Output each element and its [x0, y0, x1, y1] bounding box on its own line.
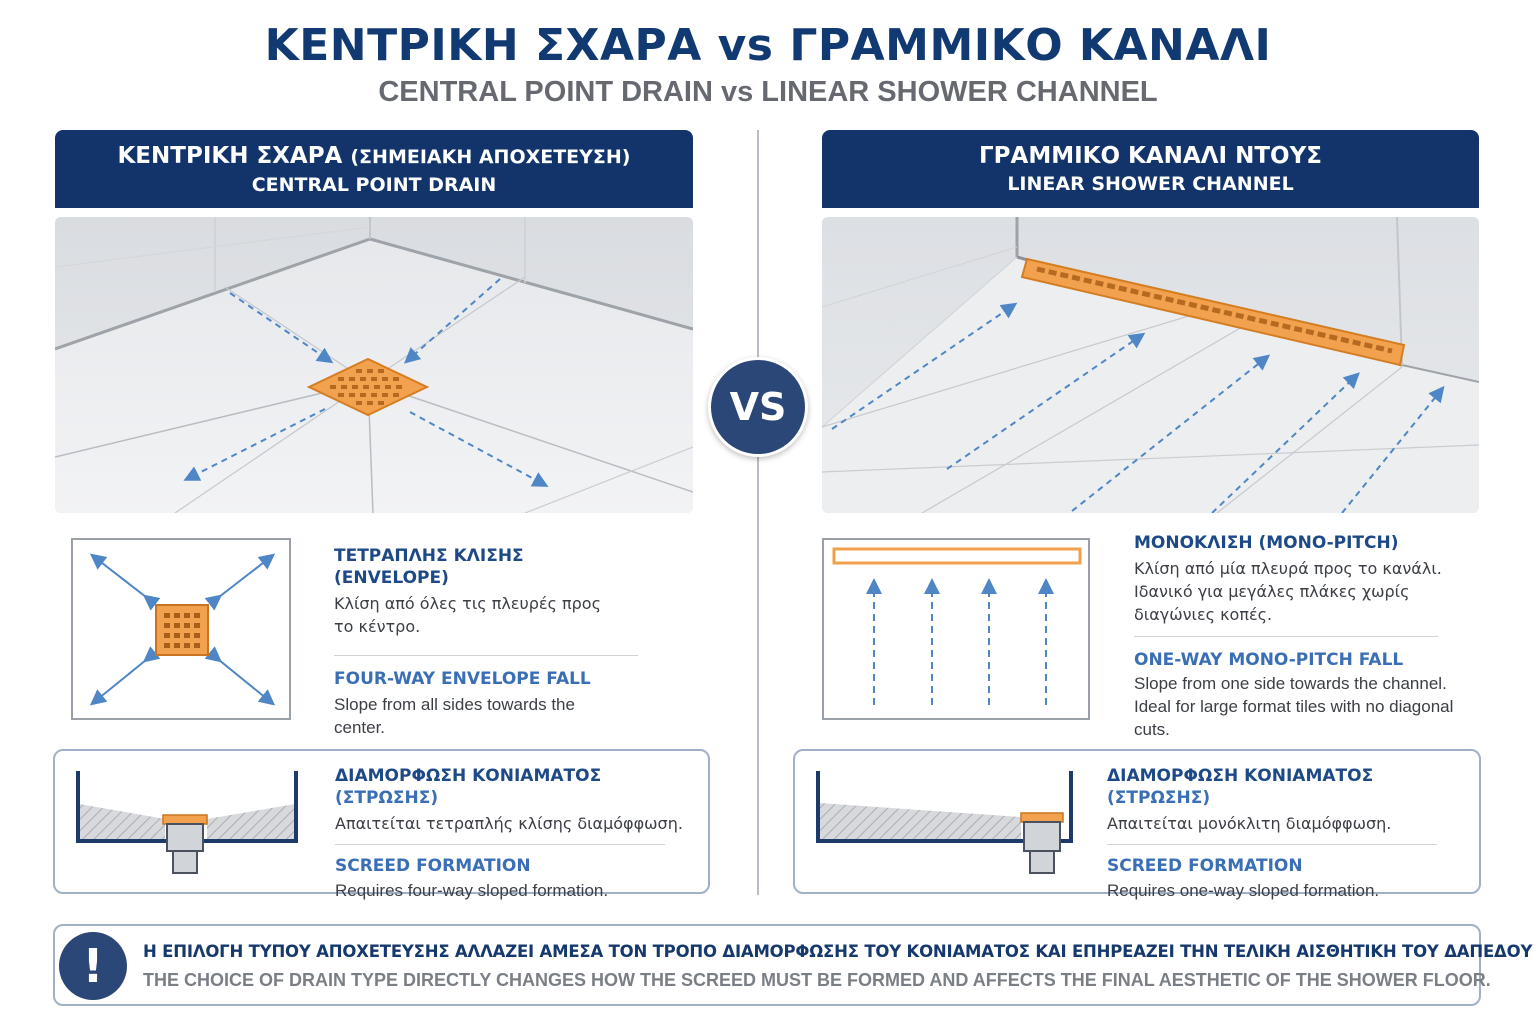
note-en-text: THE CHOICE OF DRAIN TYPE DIRECTLY CHANGE… — [143, 970, 1491, 990]
right-screed-el-body: Απαιτείται μονόκλιτη διαμόφφωση. — [1107, 814, 1392, 833]
left-screed-el-title: ΔΙΑΜΟΡΦΩΣΗ ΚΟΝΙΑΜΑΤΟΣ — [335, 766, 602, 786]
right-fall-en-title: ONE-WAY MONO-PITCH FALL — [1134, 650, 1404, 670]
left-fall-el-body: Κλίση από όλες τις πλευρές προς το κέντρ… — [334, 594, 601, 636]
left-screed-separator — [335, 844, 665, 845]
linear-channel-photo — [822, 217, 1479, 513]
center-divider — [757, 130, 759, 895]
right-screed-el-title: ΔΙΑΜΟΡΦΩΣΗ ΚΟΝΙΑΜΑΤΟΣ — [1107, 766, 1374, 786]
four-way-fall-diagram — [71, 538, 291, 720]
page-subtitle: CENTRAL POINT DRAIN vs LINEAR SHOWER CHA… — [378, 76, 1158, 108]
left-fall-en-title: FOUR-WAY ENVELOPE FALL — [334, 669, 591, 689]
drain-grate-icon — [155, 604, 209, 656]
left-screed-card: ΔΙΑΜΟΡΦΩΣΗ ΚΟΝΙΑΜΑΤΟΣ (ΣΤΡΩΣΗΣ) Απαιτείτ… — [53, 749, 710, 900]
right-screed-card: ΔΙΑΜΟΡΦΩΣΗ ΚΟΝΙΑΜΑΤΟΣ (ΣΤΡΩΣΗΣ) Απαιτείτ… — [793, 749, 1481, 900]
mono-pitch-screed-section-icon — [816, 771, 1073, 874]
page-title: ΚΕΝΤΡΙΚΗ ΣΧΑΡΑ vs ΓΡΑΜΜΙΚΟ ΚΑΝΑΛΙ — [264, 20, 1272, 71]
right-column-header: ΓΡΑΜΜΙΚΟ ΚΑΝΑΛΙ ΝΤΟΥΣ LINEAR SHOWER CHAN… — [822, 130, 1479, 208]
note-el-text: Η ΕΠΙΛΟΓΗ ΤΥΠΟΥ ΑΠΟΧΕΤΕΥΣΗΣ ΑΛΛΑΖΕΙ ΑΜΕΣ… — [143, 942, 1536, 961]
right-screed-en-body: Requires one-way sloped formation. — [1107, 881, 1380, 900]
right-fall-el-body: Κλίση από μία πλευρά προς το κανάλι. Ιδα… — [1134, 559, 1442, 624]
left-header-en: CENTRAL POINT DRAIN — [251, 174, 497, 196]
left-screed-el-body: Απαιτείται τετραπλής κλίσης διαμόφφωση. — [335, 814, 683, 833]
right-screed-en-title: SCREED FORMATION — [1107, 856, 1303, 876]
drain-holes — [330, 369, 402, 405]
left-fall-text: ΤΕΤΡΑΠΛΗΣ ΚΛΙΣΗΣ (ENVELOPE) Κλίση από όλ… — [334, 545, 644, 739]
right-screed-separator — [1107, 844, 1437, 845]
left-fall-el-title: ΤΕΤΡΑΠΛΗΣ ΚΛΙΣΗΣ (ENVELOPE) — [334, 546, 524, 588]
right-screed-text: ΔΙΑΜΟΡΦΩΣΗ ΚΟΝΙΑΜΑΤΟΣ (ΣΤΡΩΣΗΣ) Απαιτείτ… — [1107, 765, 1467, 902]
right-fall-text: ΜΟΝΟΚΛΙΣΗ (MONO-PITCH) Κλίση από μία πλε… — [1134, 532, 1479, 741]
channel-icon — [832, 547, 1082, 565]
vs-badge: VS — [708, 357, 808, 457]
left-screed-en-title: SCREED FORMATION — [335, 856, 531, 876]
exclamation-icon: ! — [59, 932, 127, 1000]
left-column-header: ΚΕΝΤΡΙΚΗ ΣΧΑΡΑ (ΣΗΜΕΙΑΚΗ ΑΠΟΧΕΤΕΥΣΗ) CEN… — [55, 130, 693, 208]
left-fall-en-body: Slope from all sides towards the center. — [334, 695, 575, 737]
left-screed-text: ΔΙΑΜΟΡΦΩΣΗ ΚΟΝΙΑΜΑΤΟΣ (ΣΤΡΩΣΗΣ) Απαιτείτ… — [335, 765, 695, 902]
left-screed-en-body: Requires four-way sloped formation. — [335, 881, 609, 900]
right-fall-separator — [1134, 636, 1438, 637]
note-box: ! Η ΕΠΙΛΟΓΗ ΤΥΠΟΥ ΑΠΟΧΕΤΕΥΣΗΣ ΑΛΛΑΖΕΙ ΑΜ… — [53, 924, 1536, 1006]
right-header-en: LINEAR SHOWER CHANNEL — [1007, 173, 1294, 195]
four-way-screed-section-icon — [76, 771, 298, 874]
right-fall-el-title: ΜΟΝΟΚΛΙΣΗ (MONO-PITCH) — [1134, 533, 1399, 553]
left-header-el-sub: (ΣΗΜΕΙΑΚΗ ΑΠΟΧΕΤΕΥΣΗ) — [350, 146, 631, 168]
left-header-el: ΚΕΝΤΡΙΚΗ ΣΧΑΡΑ — [117, 143, 343, 169]
left-screed-el-title-sub: (ΣΤΡΩΣΗΣ) — [335, 788, 439, 808]
right-screed-el-title-sub: (ΣΤΡΩΣΗΣ) — [1107, 788, 1211, 808]
central-drain-photo — [55, 217, 693, 513]
mono-pitch-fall-diagram — [822, 538, 1090, 720]
left-fall-separator — [334, 655, 638, 656]
right-header-el: ΓΡΑΜΜΙΚΟ ΚΑΝΑΛΙ ΝΤΟΥΣ — [979, 143, 1322, 169]
right-fall-en-body: Slope from one side towards the channel.… — [1134, 674, 1454, 739]
